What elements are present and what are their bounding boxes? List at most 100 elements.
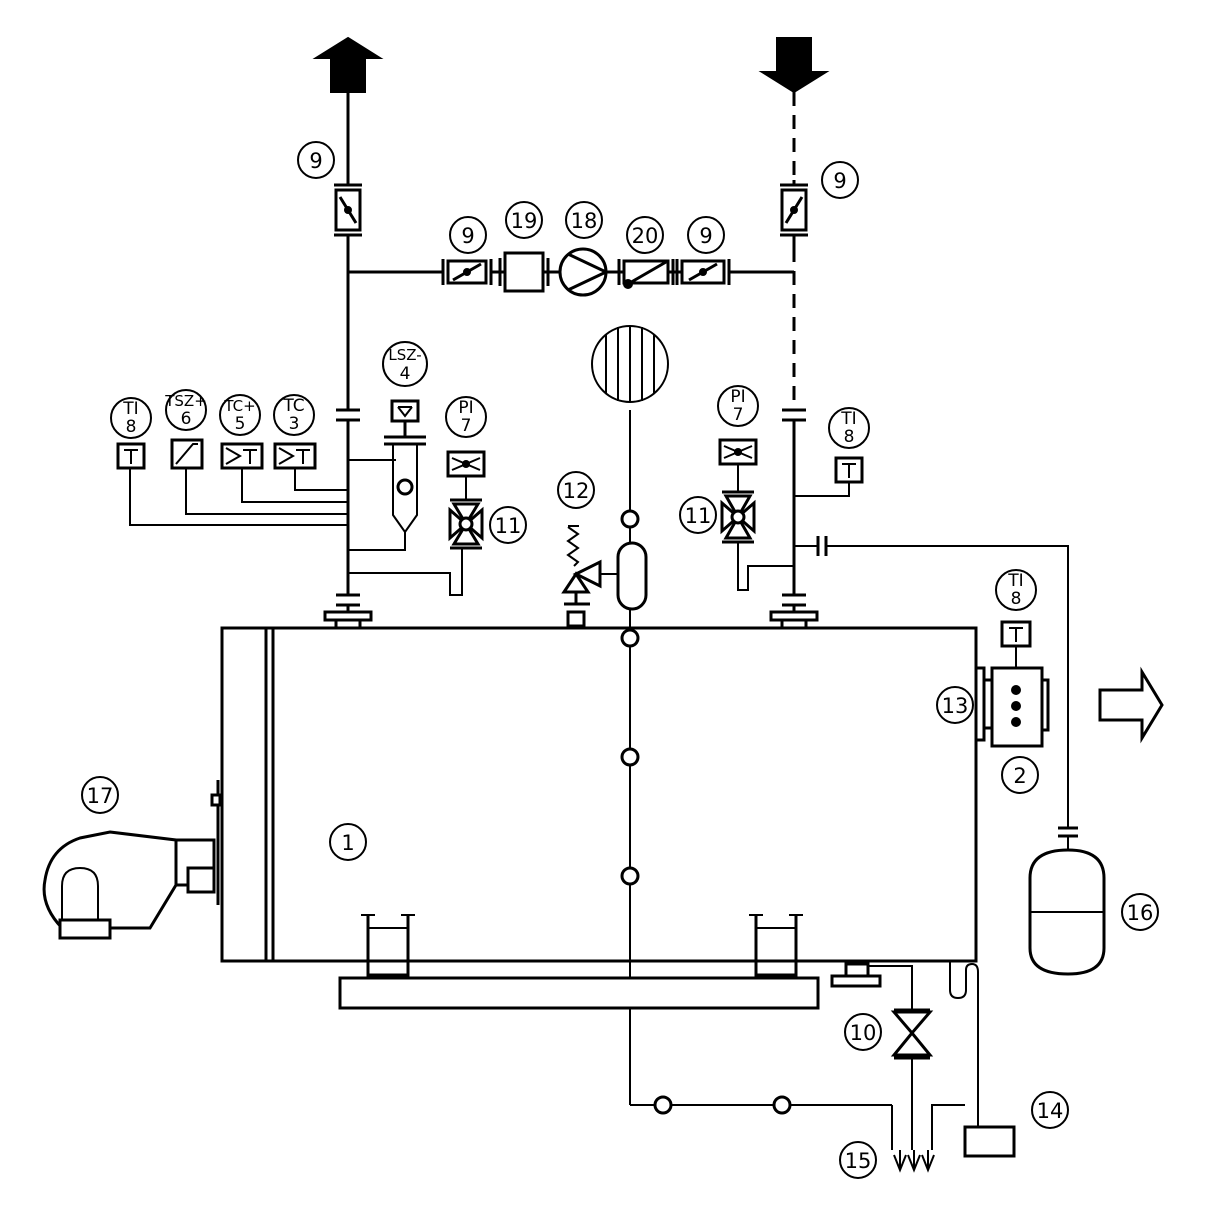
svg-text:TI: TI xyxy=(840,409,856,429)
svg-text:9: 9 xyxy=(461,224,474,248)
svg-text:8: 8 xyxy=(126,417,137,437)
tag-17: 17 xyxy=(81,776,119,814)
expansion-vessel xyxy=(1028,848,1106,976)
svg-text:20: 20 xyxy=(632,224,659,248)
temperature-indicator-right xyxy=(794,456,864,497)
svg-text:9: 9 xyxy=(833,169,846,193)
gauge-valve-right xyxy=(720,490,794,591)
svg-text:TSZ+: TSZ+ xyxy=(164,392,207,410)
svg-text:LSZ-: LSZ- xyxy=(388,346,421,364)
svg-text:8: 8 xyxy=(844,427,855,447)
tag-2: 2 xyxy=(1001,756,1039,794)
gauge-valve-left xyxy=(448,498,484,550)
tag-14: 14 xyxy=(1031,1091,1069,1129)
tag-1: 1 xyxy=(329,823,367,861)
tag-11-right: 11 xyxy=(679,496,717,534)
svg-text:18: 18 xyxy=(571,209,598,233)
svg-text:TC: TC xyxy=(282,396,304,416)
bubble-ti-flue: TI 8 xyxy=(995,569,1037,611)
svg-text:11: 11 xyxy=(685,504,712,528)
svg-text:10: 10 xyxy=(850,1021,877,1045)
svg-text:PI: PI xyxy=(730,387,745,407)
svg-text:6: 6 xyxy=(181,409,192,429)
strainer xyxy=(498,251,550,293)
check-valve-bypass-right xyxy=(675,259,731,285)
burner xyxy=(42,780,222,940)
return-inlet-arrow xyxy=(758,37,830,94)
tag-13: 13 xyxy=(936,686,974,724)
supply-nozzle xyxy=(323,610,373,630)
bubble-tsz: TSZ+ 6 xyxy=(164,389,207,431)
bubble-lsz: LSZ- 4 xyxy=(382,341,428,387)
svg-text:9: 9 xyxy=(309,149,322,173)
svg-text:15: 15 xyxy=(845,1149,872,1173)
check-valve-supply xyxy=(334,183,362,237)
supply-line xyxy=(336,92,360,612)
svg-text:5: 5 xyxy=(235,414,246,434)
temperature-indicator-flue xyxy=(1000,620,1032,648)
boiler-saddle-supports xyxy=(338,914,820,1010)
pressure-indicator-left xyxy=(446,450,486,500)
tag-9-supply: 9 xyxy=(297,141,335,179)
tag-20: 20 xyxy=(626,216,664,254)
safety-vessel xyxy=(616,541,648,611)
return-nozzle xyxy=(769,610,819,630)
low-level-switch xyxy=(384,399,426,534)
drain-line xyxy=(830,962,934,1150)
svg-text:7: 7 xyxy=(733,405,744,425)
flue-outlet xyxy=(974,646,1050,748)
expansion-line xyxy=(794,536,1078,850)
temperature-controller-3 xyxy=(273,442,317,470)
svg-text:8: 8 xyxy=(1011,589,1022,609)
flue-gas-arrow xyxy=(1098,666,1164,744)
tag-15: 15 xyxy=(839,1141,877,1179)
svg-text:7: 7 xyxy=(461,416,472,436)
bubble-pi-left: PI 7 xyxy=(445,396,487,438)
bubble-pi-right: PI 7 xyxy=(717,385,759,427)
safety-valve xyxy=(561,525,618,628)
circulation-pump xyxy=(558,247,608,297)
temperature-safety-switch xyxy=(170,438,204,470)
tag-19: 19 xyxy=(505,201,543,239)
svg-text:16: 16 xyxy=(1127,901,1154,925)
svg-text:17: 17 xyxy=(87,784,114,808)
svg-text:14: 14 xyxy=(1037,1099,1064,1123)
temperature-indicator-left xyxy=(116,442,146,470)
svg-text:12: 12 xyxy=(563,479,590,503)
condensate-siphon xyxy=(931,962,1016,1158)
svg-text:TI: TI xyxy=(122,399,138,419)
return-line xyxy=(782,92,806,612)
tag-11-left: 11 xyxy=(489,506,527,544)
bubble-ti-left: TI 8 xyxy=(110,397,152,439)
check-valve-return xyxy=(780,183,808,237)
svg-text:TI: TI xyxy=(1007,571,1023,591)
svg-text:3: 3 xyxy=(289,414,300,434)
drain-outlets xyxy=(893,1150,935,1173)
svg-text:4: 4 xyxy=(400,364,411,384)
svg-text:9: 9 xyxy=(699,224,712,248)
svg-text:2: 2 xyxy=(1013,764,1026,788)
tag-9-bypass-right: 9 xyxy=(687,216,725,254)
bubble-ti-right: TI 8 xyxy=(828,407,870,449)
pressure-indicator-right xyxy=(718,438,758,492)
check-valve-bypass-left xyxy=(441,259,493,285)
svg-text:TC+: TC+ xyxy=(223,397,255,415)
bubble-tc5: TC+ 5 xyxy=(219,394,261,436)
boiler-shell xyxy=(220,626,978,963)
check-valve-pump xyxy=(617,259,675,289)
supply-outlet-arrow xyxy=(312,36,384,93)
sight-glass-indicator xyxy=(591,325,669,403)
tag-10: 10 xyxy=(844,1013,882,1051)
tag-9-bypass-left: 9 xyxy=(449,216,487,254)
svg-text:PI: PI xyxy=(458,398,473,418)
tag-9-return: 9 xyxy=(821,161,859,199)
svg-text:19: 19 xyxy=(511,209,538,233)
tag-16: 16 xyxy=(1121,893,1159,931)
svg-text:11: 11 xyxy=(495,514,522,538)
temperature-controller-5 xyxy=(220,442,264,470)
tag-18: 18 xyxy=(565,201,603,239)
svg-text:13: 13 xyxy=(942,694,969,718)
tag-12: 12 xyxy=(557,471,595,509)
instrument-signal-lines xyxy=(129,459,463,596)
